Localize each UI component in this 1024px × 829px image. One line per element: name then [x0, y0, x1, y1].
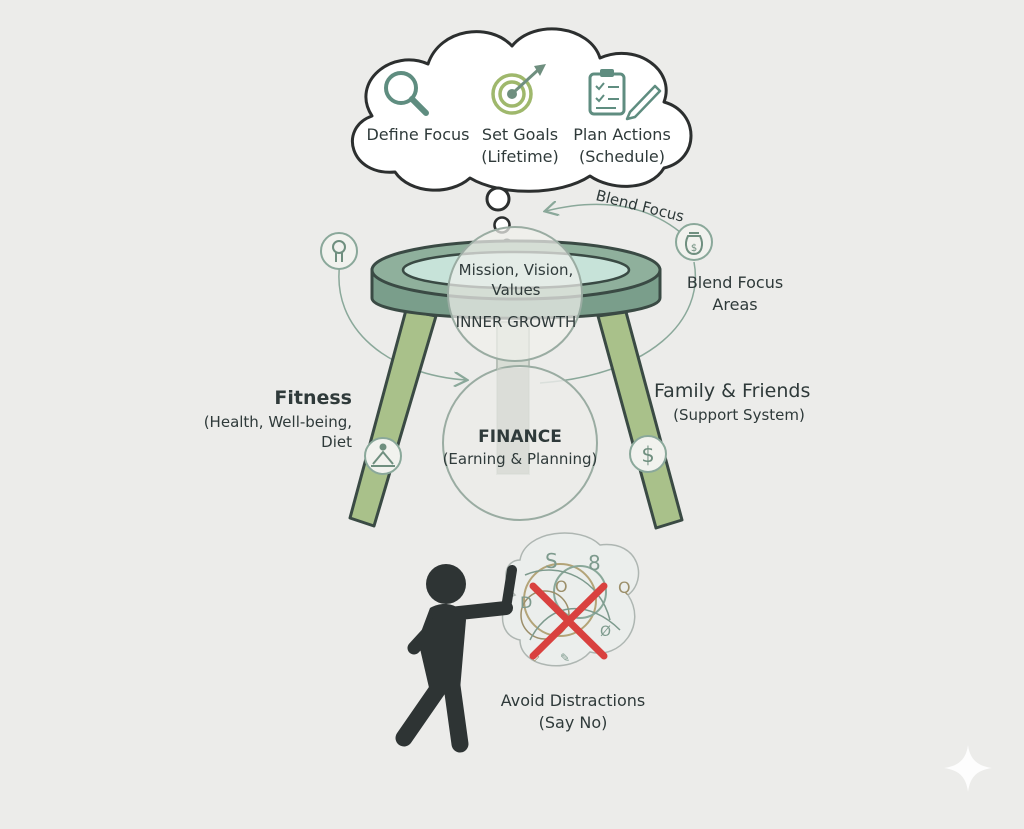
mission-vision-values-label: Mission, Vision, Values [458, 261, 574, 300]
magnifier-icon [384, 71, 429, 116]
svg-text:Ø: Ø [600, 624, 611, 640]
lightbulb-icon [320, 232, 358, 270]
target-icon [491, 64, 546, 115]
stool-leg-left [348, 308, 438, 528]
distraction-tangle: S 8 Q D O Ø ✎ ◇ [501, 532, 640, 667]
plan-actions-label: Plan Actions (Schedule) [573, 125, 671, 166]
fitness-label: Fitness (Health, Well-being, Diet [200, 386, 352, 452]
cross-mark-icon [529, 582, 608, 660]
money-bag-icon: $ [675, 223, 713, 261]
svg-text:S: S [545, 549, 558, 573]
person-pushing-figure [395, 564, 517, 753]
svg-text:$: $ [641, 443, 654, 467]
define-focus-label: Define Focus [366, 125, 470, 144]
inner-growth-title: INNER GROWTH [455, 313, 577, 331]
finance-line1: (Earning & Planning) [442, 449, 598, 468]
blend-focus-areas-label: Blend Focus Areas [686, 273, 784, 314]
family-friends-label: Family & Friends (Support System) [654, 379, 824, 425]
finance-title: FINANCE [478, 427, 562, 447]
blend-focus-arrow [546, 204, 681, 233]
clipboard-pencil-icon [588, 69, 662, 121]
svg-text:Q: Q [618, 578, 631, 597]
center-leg-through-finance [497, 368, 529, 474]
fitness-line1: (Health, Well-being, [203, 412, 352, 431]
svg-text:D: D [520, 593, 532, 612]
svg-text:✎: ✎ [560, 651, 570, 665]
inner-growth-circle [447, 226, 583, 362]
sparkle-icon [944, 745, 992, 792]
svg-text:$: $ [691, 243, 697, 254]
family-friends-title: Family & Friends [654, 380, 811, 402]
orbit-arc-right [539, 261, 697, 384]
finance-label: FINANCE (Earning & Planning) [438, 426, 602, 469]
svg-text:8: 8 [588, 551, 601, 575]
dollar-icon: $ [629, 435, 667, 473]
thought-bubble-large [485, 186, 511, 212]
fitness-line2: Diet [321, 432, 352, 451]
fitness-title: Fitness [274, 387, 352, 409]
avoid-distractions-label: Avoid Distractions (Say No) [500, 691, 646, 732]
meditation-icon [364, 437, 402, 475]
orbit-arc-left [338, 261, 466, 380]
family-friends-line1: (Support System) [673, 405, 805, 424]
set-goals-label: Set Goals (Lifetime) [481, 125, 559, 166]
svg-text:O: O [555, 577, 568, 596]
